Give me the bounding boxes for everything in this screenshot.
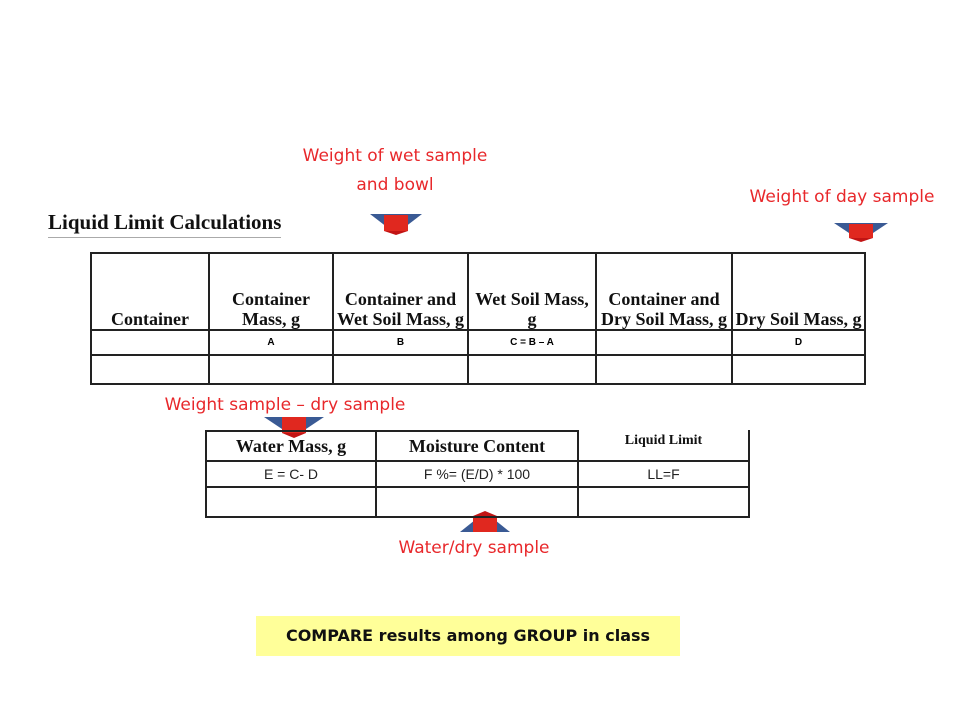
table-header-row: Container Container Mass, g Container an… xyxy=(90,252,866,331)
table-header: Liquid Limit xyxy=(577,430,750,462)
table-row xyxy=(205,486,750,518)
label-wet-sample: Weight of wet sample and bowl xyxy=(302,146,488,195)
table-row: E = C- D F %= (E/D) * 100 LL=F xyxy=(205,460,750,488)
table-cell: D xyxy=(731,329,866,356)
table-header: Dry Soil Mass, g xyxy=(731,252,866,331)
table-cell xyxy=(731,354,866,385)
table-cell xyxy=(577,486,750,518)
table-header: Wet Soil Mass, g xyxy=(467,252,597,331)
table-cell: C = B – A xyxy=(467,329,597,356)
page-title: Liquid Limit Calculations xyxy=(48,210,282,238)
table-header: Water Mass, g xyxy=(205,430,377,462)
table-cell xyxy=(208,354,334,385)
label-dry-sample: Weight of day sample xyxy=(749,187,935,207)
table-cell xyxy=(375,486,579,518)
table-cell: LL=F xyxy=(577,460,750,488)
table-cell xyxy=(332,354,469,385)
table-cell xyxy=(595,329,733,356)
table-cell xyxy=(90,354,210,385)
table-cell xyxy=(595,354,733,385)
compare-banner: COMPARE results among GROUP in class xyxy=(256,616,680,656)
table-cell: E = C- D xyxy=(205,460,377,488)
table-header: Container and Wet Soil Mass, g xyxy=(332,252,469,331)
arrow-down-icon xyxy=(834,223,888,242)
liquid-limit-table: Container Container Mass, g Container an… xyxy=(90,252,866,385)
label-water-dry: Water/dry sample xyxy=(398,538,550,558)
table-cell xyxy=(205,486,377,518)
arrow-down-icon xyxy=(370,214,422,235)
table-row: A B C = B – A D xyxy=(90,329,866,356)
table-cell: A xyxy=(208,329,334,356)
table-row xyxy=(90,354,866,385)
table-cell xyxy=(90,329,210,356)
table-cell xyxy=(467,354,597,385)
table-cell: F %= (E/D) * 100 xyxy=(375,460,579,488)
table-cell: B xyxy=(332,329,469,356)
table-header: Container and Dry Soil Mass, g xyxy=(595,252,733,331)
table-header-row: Water Mass, g Moisture Content Liquid Li… xyxy=(205,430,750,462)
table-header: Container xyxy=(90,252,210,331)
table-header: Moisture Content xyxy=(375,430,579,462)
moisture-table: Water Mass, g Moisture Content Liquid Li… xyxy=(205,430,750,518)
label-weight-diff: Weight sample – dry sample xyxy=(164,395,406,415)
table-header: Container Mass, g xyxy=(208,252,334,331)
